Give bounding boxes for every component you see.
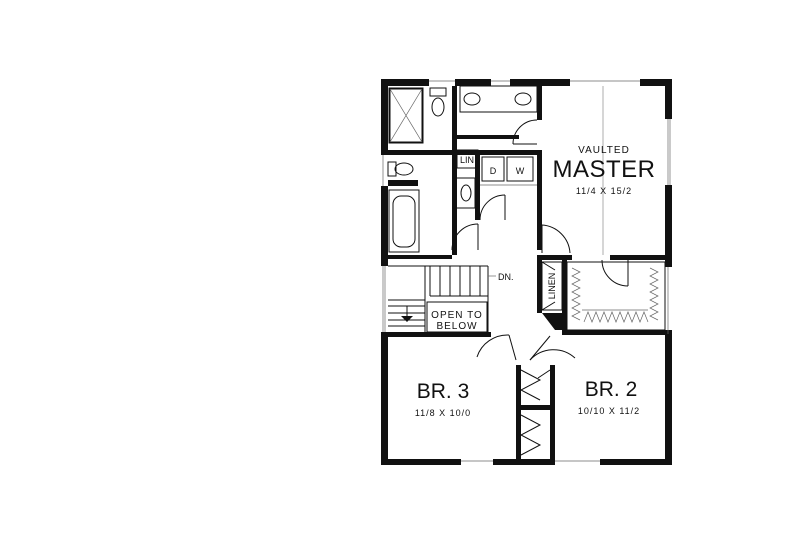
room-master: VAULTED MASTER 11/4 X 15/2 bbox=[552, 145, 655, 196]
br3-name: BR. 3 bbox=[417, 380, 470, 403]
linen-label: LINEN bbox=[547, 273, 557, 300]
dryer-label: D bbox=[490, 166, 497, 176]
open-to-below-line2: BELOW bbox=[436, 321, 477, 332]
fixtures bbox=[382, 80, 671, 462]
master-qualifier: VAULTED bbox=[578, 145, 630, 156]
stairs bbox=[382, 265, 496, 332]
br2-size: 10/10 X 11/2 bbox=[578, 406, 640, 416]
master-name: MASTER bbox=[552, 156, 655, 183]
lin-label-box: LIN bbox=[456, 149, 479, 169]
master-size: 11/4 X 15/2 bbox=[576, 186, 632, 196]
washer-label: W bbox=[516, 166, 525, 176]
room-br2: BR. 2 10/10 X 11/2 bbox=[578, 378, 640, 416]
interior-walls bbox=[381, 86, 672, 465]
open-to-below-line1: OPEN TO bbox=[431, 310, 483, 321]
lin-label: LIN bbox=[460, 155, 474, 165]
br2-name: BR. 2 bbox=[585, 378, 638, 401]
down-label: DN. bbox=[498, 272, 514, 282]
br3-size: 11/8 X 10/0 bbox=[415, 408, 471, 418]
exterior-walls bbox=[381, 79, 672, 465]
room-br3: BR. 3 11/8 X 10/0 bbox=[415, 380, 471, 418]
